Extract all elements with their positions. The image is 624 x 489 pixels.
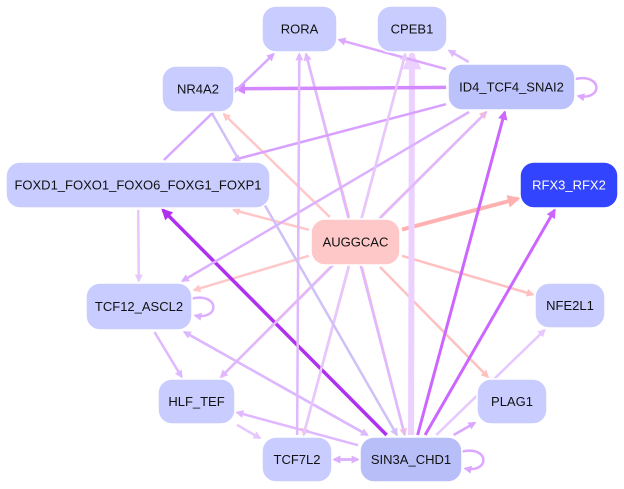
node-nfe2l1[interactable]: NFE2L1	[534, 282, 606, 329]
edge-tcf12-to-sin3a	[183, 330, 369, 437]
node-box	[447, 63, 576, 111]
node-rora[interactable]: RORA	[261, 5, 338, 53]
node-box	[376, 5, 448, 53]
node-label: PLAG1	[491, 394, 533, 409]
edge-auggcac-to-rfx3	[401, 195, 521, 232]
node-box	[534, 282, 606, 329]
node-label: RFX3_RFX2	[532, 178, 606, 193]
node-box	[359, 436, 463, 483]
node-label: TCF12_ASCL2	[95, 299, 183, 314]
node-label: CPEB1	[391, 22, 434, 37]
edge-id4-to-nr4a2	[233, 83, 447, 95]
edge-id4-to-foxd1	[231, 102, 447, 163]
node-auggcac[interactable]: AUGGCAC	[310, 218, 401, 266]
edge-sin3a-to-rfx3	[423, 208, 556, 436]
node-label: SIN3A_CHD1	[371, 452, 451, 467]
node-tcf7l2[interactable]: TCF7L2	[261, 436, 333, 483]
node-box	[476, 378, 548, 425]
node-box	[5, 161, 271, 209]
node-label: HLF_TEF	[168, 394, 224, 409]
node-box	[261, 5, 338, 53]
node-tcf12[interactable]: TCF12_ASCL2	[85, 282, 193, 331]
edge-auggcac-to-foxd1	[231, 207, 310, 232]
node-label: NFE2L1	[546, 298, 594, 313]
node-box	[519, 161, 619, 209]
node-box	[157, 378, 236, 425]
node-cpeb1[interactable]: CPEB1	[376, 5, 448, 53]
edge-id4-to-cpeb1	[447, 49, 470, 64]
node-label: NR4A2	[177, 82, 219, 97]
edge-layer	[134, 37, 598, 474]
node-hlf[interactable]: HLF_TEF	[157, 378, 236, 425]
edge-hlf-to-tcf7l2	[236, 423, 262, 440]
node-nr4a2[interactable]: NR4A2	[161, 65, 235, 113]
edge-id4-to-tcf12	[180, 110, 470, 283]
edge-sin3a-to-id4	[416, 110, 508, 436]
edge-auggcac-to-nr4a2	[222, 112, 331, 218]
node-foxd1[interactable]: FOXD1_FOXO1_FOXO6_FOXG1_FOXP1	[5, 161, 271, 209]
node-box	[161, 65, 235, 113]
edge-id4-to-id4	[574, 76, 598, 102]
edge-tcf7l2-to-rora	[295, 52, 304, 436]
node-sin3a[interactable]: SIN3A_CHD1	[359, 436, 463, 483]
node-rfx3[interactable]: RFX3_RFX2	[519, 161, 619, 209]
edge-auggcac-to-tcf12	[192, 254, 310, 293]
node-label: ID4_TCF4_SNAI2	[459, 80, 564, 95]
node-box	[261, 436, 333, 483]
edge-auggcac-to-plag1	[379, 266, 490, 379]
node-box	[85, 282, 193, 331]
edge-sin3a-to-sin3a	[461, 449, 485, 474]
edge-auggcac-to-nfe2l1	[401, 254, 535, 297]
edge-sin3a-to-plag1	[453, 421, 477, 437]
edge-id4-to-rora	[337, 37, 447, 71]
node-plag1[interactable]: PLAG1	[476, 378, 548, 425]
node-id4[interactable]: ID4_TCF4_SNAI2	[447, 63, 576, 111]
node-label: AUGGCAC	[323, 235, 389, 250]
node-label: FOXD1_FOXO1_FOXO6_FOXG1_FOXP1	[14, 178, 261, 193]
edge-tcf12-to-hlf	[153, 331, 183, 379]
node-label: RORA	[281, 22, 319, 37]
node-box	[310, 218, 401, 266]
edge-sin3a-to-cpeb1	[402, 50, 422, 436]
edge-foxd1-to-tcf12	[134, 209, 143, 283]
node-label: TCF7L2	[274, 452, 321, 467]
edge-tcf12-to-tcf12	[191, 296, 215, 321]
